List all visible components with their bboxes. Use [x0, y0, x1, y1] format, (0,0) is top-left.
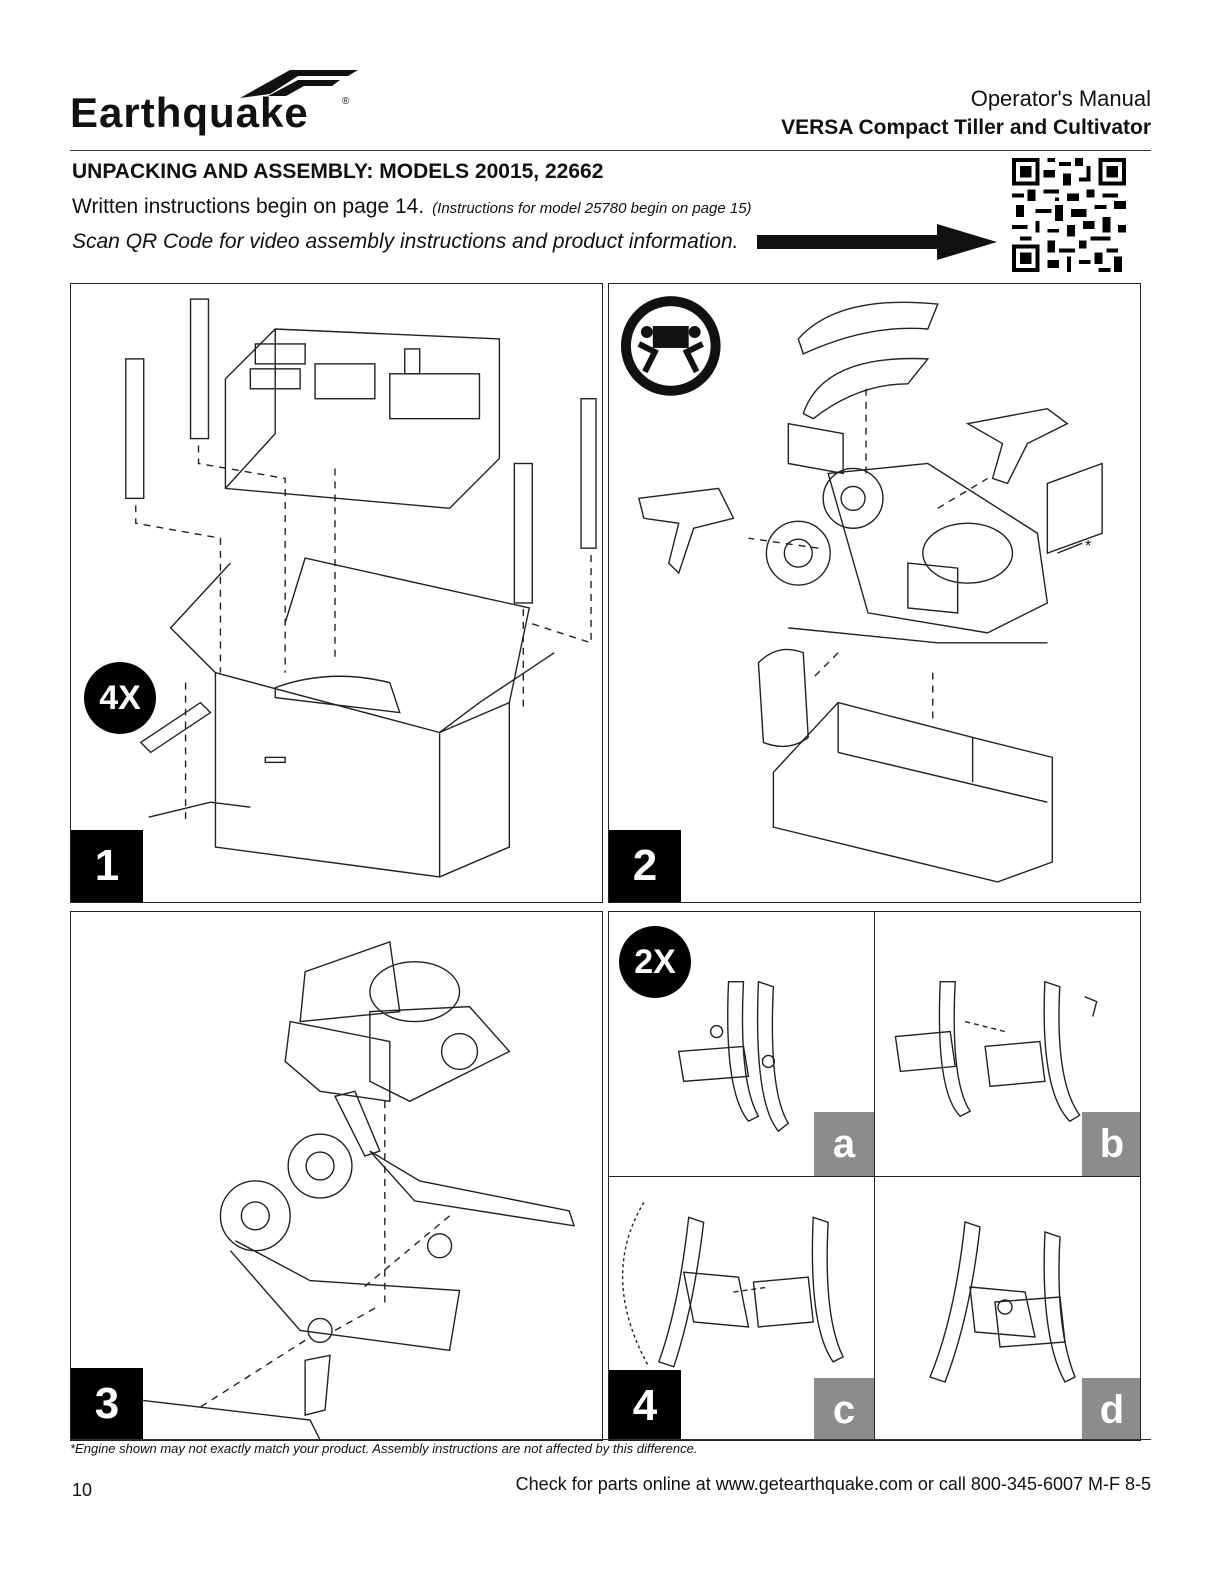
quantity-badge: 2X	[619, 926, 691, 998]
tine-illustration-a	[677, 980, 790, 1133]
step-number: 2	[609, 830, 681, 902]
tine-illustration-c	[622, 1202, 845, 1368]
substep-label-d: d	[1082, 1378, 1140, 1440]
product-name: VERSA Compact Tiller and Cultivator	[781, 116, 1151, 139]
header-divider	[70, 150, 1151, 151]
earthquake-logo-icon	[240, 70, 358, 98]
substep-a: 2X a	[609, 912, 875, 1177]
qr-code-icon[interactable]	[1012, 158, 1126, 272]
step-number: 3	[71, 1368, 143, 1440]
substep-d: d	[875, 1177, 1140, 1440]
two-person-lift-icon	[620, 296, 721, 396]
tine-illustration-d	[929, 1221, 1076, 1383]
step-1-panel: 4X 1	[70, 283, 603, 903]
step-2-panel: * 2	[608, 283, 1141, 903]
engine-unpack-illustration	[620, 296, 1103, 883]
qr-instruction: Scan QR Code for video assembly instruct…	[72, 230, 739, 253]
handle-assembly-illustration	[140, 940, 576, 1440]
engine-asterisk: *	[1085, 538, 1092, 555]
unpack-box-illustration	[125, 298, 597, 878]
step-number: 1	[71, 830, 143, 902]
arrow-right-icon	[757, 224, 997, 260]
brand-logo: Earthquake ®	[70, 66, 360, 146]
quantity-badge: 4X	[84, 662, 156, 734]
substep-label-c: c	[814, 1378, 874, 1440]
engine-disclaimer: *Engine shown may not exactly match your…	[70, 1441, 698, 1456]
step-number: 4	[609, 1370, 681, 1440]
intro-note: (Instructions for model 25780 begin on p…	[432, 200, 752, 217]
page-number: 10	[72, 1480, 93, 1500]
brand-name: Earthquake	[70, 89, 309, 136]
manual-label: Operator's Manual	[970, 86, 1151, 111]
section-title: UNPACKING AND ASSEMBLY: MODELS 20015, 22…	[72, 160, 604, 183]
substep-c: 4 c	[609, 1177, 875, 1440]
step-4-panel: 2X a b 4 c	[608, 911, 1141, 1441]
step-3-panel: 3	[70, 911, 603, 1441]
intro-text: Written instructions begin on page 14. (I…	[72, 195, 752, 219]
parts-contact: Check for parts online at www.getearthqu…	[515, 1474, 1151, 1494]
substep-b: b	[875, 912, 1140, 1177]
substep-label-a: a	[814, 1112, 874, 1176]
tine-illustration-b	[894, 980, 1098, 1123]
registered-mark: ®	[342, 96, 350, 107]
intro-main: Written instructions begin on page 14.	[72, 195, 425, 218]
footer-divider	[70, 1439, 1151, 1440]
substep-label-b: b	[1082, 1112, 1140, 1176]
